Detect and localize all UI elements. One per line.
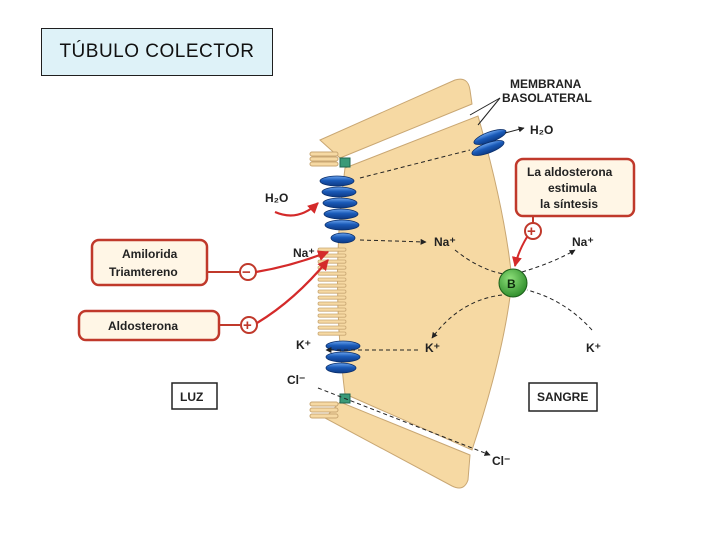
lower-microvilli (309, 401, 339, 419)
aldo-effect-line1: La aldosterona (527, 165, 613, 179)
na-cell-label: Na⁺ (434, 235, 456, 249)
basolateral-water-channels (471, 129, 507, 156)
apical-water-channels (319, 175, 360, 244)
epithelial-cell (337, 115, 513, 451)
h2o-blood-label: H₂O (530, 123, 553, 137)
na-blood-label: Na⁺ (572, 235, 594, 249)
water-cell-dashed-path (359, 149, 471, 179)
k-into-cell-dashed-arrow (431, 294, 503, 339)
sangre-label: SANGRE (537, 390, 588, 404)
na-to-pump-dashed-path (454, 249, 505, 275)
k-lumen-label: K⁺ (296, 338, 311, 352)
aldo-effect-line3: la síntesis (540, 197, 598, 211)
cl-lumen-label: Cl⁻ (287, 373, 305, 387)
na-k-pump (498, 268, 528, 298)
lower-adjacent-cell (324, 401, 471, 489)
aldosterona-stimulation-arrow (256, 259, 329, 324)
luz-box (171, 382, 218, 410)
upper-microvilli (309, 151, 339, 167)
plus-sign-left: + (243, 317, 252, 334)
membrana-basolateral-label-line2: BASOLATERAL (502, 91, 592, 105)
water-entry-red-arrow (274, 202, 319, 217)
minus-sign-circle (239, 263, 257, 281)
pump-b-label: B (507, 277, 516, 291)
amilorida-label: Amilorida (122, 247, 178, 261)
na-exit-dashed-arrow (521, 249, 576, 273)
k-blood-to-pump-dashed-path (526, 289, 593, 331)
upper-adjacent-cell (319, 78, 473, 159)
minus-sign: − (242, 264, 251, 281)
k-blood-label: K⁺ (586, 341, 601, 355)
cl-paracellular-dashed-arrow (317, 387, 491, 456)
apical-potassium-channels (325, 340, 361, 374)
water-exit-arrow (504, 126, 525, 134)
membrana-basolateral-label-line1: MEMBRANA (510, 77, 582, 91)
membrana-pointer-line-2 (477, 97, 501, 126)
k-cell-label: K⁺ (425, 341, 440, 355)
aldo-effect-line2: estimula (548, 181, 597, 195)
plus-sign-circle-left (240, 316, 258, 334)
triamtereno-label: Triamtereno (109, 265, 178, 279)
tight-junction-upper (339, 157, 351, 168)
cl-blood-label: Cl⁻ (492, 454, 510, 468)
page-title: TÚBULO COLECTOR (41, 28, 273, 76)
membrana-pointer-line-1 (469, 97, 501, 116)
amilorida-box (90, 238, 209, 287)
aldo-effect-arrow (511, 236, 528, 267)
apical-microvilli (317, 247, 347, 336)
aldo-effect-box (514, 157, 636, 218)
amilorida-inhibition-arrow (255, 250, 330, 274)
aldosterona-label: Aldosterona (108, 319, 178, 333)
plus-sign-right: + (527, 223, 536, 240)
luz-label: LUZ (180, 390, 203, 404)
h2o-lumen-label: H₂O (265, 191, 288, 205)
na-lumen-label: Na⁺ (293, 246, 315, 260)
sangre-box (528, 382, 598, 412)
